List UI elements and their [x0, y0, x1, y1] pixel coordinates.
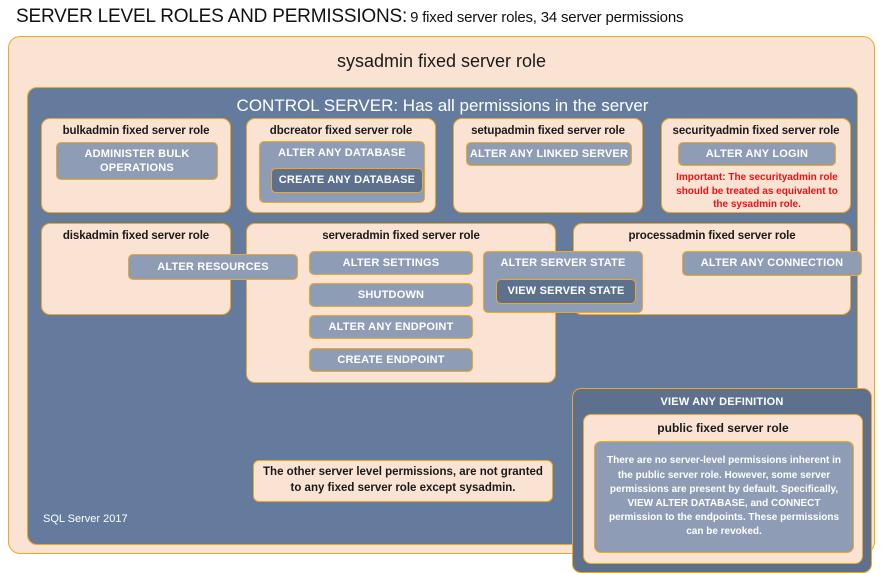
sysadmin-role-container: sysadmin fixed server role CONTROL SERVE… — [8, 36, 875, 573]
role-card-dbcreator: dbcreator fixed server role ALTER ANY DA… — [246, 118, 436, 213]
view-any-definition-container: VIEW ANY DEFINITION public fixed server … — [572, 388, 872, 573]
role-title-setupadmin: setupadmin fixed server role — [471, 125, 625, 137]
permission-alter-any-connection[interactable]: ALTER ANY CONNECTION — [682, 251, 862, 276]
page-title-sub: 9 fixed server roles, 34 server permissi… — [410, 9, 684, 26]
role-card-securityadmin: securityadmin fixed server role ALTER AN… — [661, 118, 851, 213]
server-roles-diagram: SERVER LEVEL ROLES AND PERMISSIONS:9 fix… — [8, 6, 876, 573]
page-title-main: SERVER LEVEL ROLES AND PERMISSIONS: — [16, 6, 408, 27]
role-title-dbcreator: dbcreator fixed server role — [269, 125, 413, 137]
role-card-setupadmin: setupadmin fixed server role ALTER ANY L… — [453, 118, 643, 213]
role-title-securityadmin: securityadmin fixed server role — [672, 125, 840, 137]
role-title-serveradmin: serveradmin fixed server role — [322, 230, 480, 242]
footer-label: SQL Server 2017 — [43, 513, 128, 525]
control-server-container: CONTROL SERVER: Has all permissions in t… — [27, 87, 862, 545]
permission-alter-settings[interactable]: ALTER SETTINGS — [309, 251, 473, 275]
role-title-public: public fixed server role — [657, 421, 789, 435]
permission-administer-bulk-operations[interactable]: ADMINISTER BULK OPERATIONS — [56, 142, 218, 180]
permission-alter-any-endpoint[interactable]: ALTER ANY ENDPOINT — [309, 315, 473, 339]
permission-create-any-database[interactable]: CREATE ANY DATABASE — [271, 168, 423, 193]
securityadmin-warning-text: Important: The securityadmin role should… — [676, 172, 838, 210]
note-other-permissions: The other server level permissions, are … — [253, 460, 553, 502]
permission-shutdown[interactable]: SHUTDOWN — [309, 283, 473, 307]
role-title-processadmin: processadmin fixed server role — [628, 230, 796, 242]
role-title-diskadmin: diskadmin fixed server role — [62, 230, 210, 242]
permission-create-endpoint[interactable]: CREATE ENDPOINT — [309, 348, 473, 372]
public-role-description: There are no server-level permissions in… — [594, 441, 854, 553]
permission-alter-resources[interactable]: ALTER RESOURCES — [128, 254, 298, 280]
permission-view-server-state[interactable]: VIEW SERVER STATE — [496, 279, 636, 304]
permission-view-any-definition[interactable]: VIEW ANY DEFINITION — [660, 396, 784, 408]
role-card-bulkadmin: bulkadmin fixed server role ADMINISTER B… — [41, 118, 231, 213]
permission-alter-any-linked-server[interactable]: ALTER ANY LINKED SERVER — [466, 142, 632, 166]
page-title: SERVER LEVEL ROLES AND PERMISSIONS:9 fix… — [16, 6, 876, 34]
role-title-bulkadmin: bulkadmin fixed server role — [62, 125, 210, 137]
role-card-public: public fixed server role There are no se… — [583, 414, 863, 564]
control-server-title: CONTROL SERVER: Has all permissions in t… — [236, 96, 649, 115]
permission-alter-any-login[interactable]: ALTER ANY LOGIN — [678, 142, 836, 166]
sysadmin-role-title: sysadmin fixed server role — [336, 51, 547, 71]
